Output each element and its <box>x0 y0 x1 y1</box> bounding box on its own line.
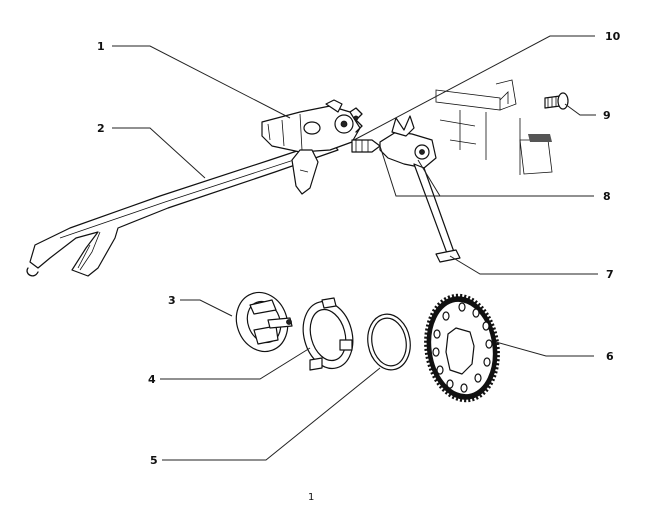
callout-1: 1 <box>97 40 105 53</box>
lever-arm-part <box>26 139 339 277</box>
retaining-plate-part <box>235 291 293 353</box>
hub-ring-part <box>302 297 354 371</box>
callout-10: 10 <box>605 30 621 43</box>
washer-part <box>367 313 411 371</box>
leader-9 <box>564 103 596 116</box>
leader-6 <box>495 341 594 357</box>
callout-4: 4 <box>148 373 156 386</box>
stand-fork-part <box>351 115 461 263</box>
pivot-bracket-part <box>261 99 361 195</box>
gear-holes <box>432 302 493 393</box>
gear-wheel-part <box>424 293 500 403</box>
leader-10 <box>353 35 595 141</box>
screw-part <box>544 92 569 110</box>
leader-8 <box>379 145 594 197</box>
callout-5: 5 <box>150 454 158 467</box>
leader-1 <box>112 45 291 119</box>
leader-3 <box>180 299 233 317</box>
leader-7 <box>449 255 598 275</box>
callout-7: 7 <box>606 268 614 281</box>
page-number: 1 <box>308 492 314 503</box>
callout-2: 2 <box>97 122 105 135</box>
callout-9: 9 <box>603 109 611 122</box>
leader-4 <box>160 347 311 380</box>
housing-sketch <box>435 79 553 175</box>
callout-8: 8 <box>603 190 611 203</box>
leader-2 <box>112 127 206 179</box>
callout-labels: 1 2 3 4 5 6 7 8 9 10 <box>97 30 621 467</box>
leader-5 <box>162 367 381 461</box>
spring-pin-part <box>349 107 363 133</box>
leader-lines <box>112 35 598 461</box>
callout-3: 3 <box>168 294 176 307</box>
callout-6: 6 <box>606 350 614 363</box>
